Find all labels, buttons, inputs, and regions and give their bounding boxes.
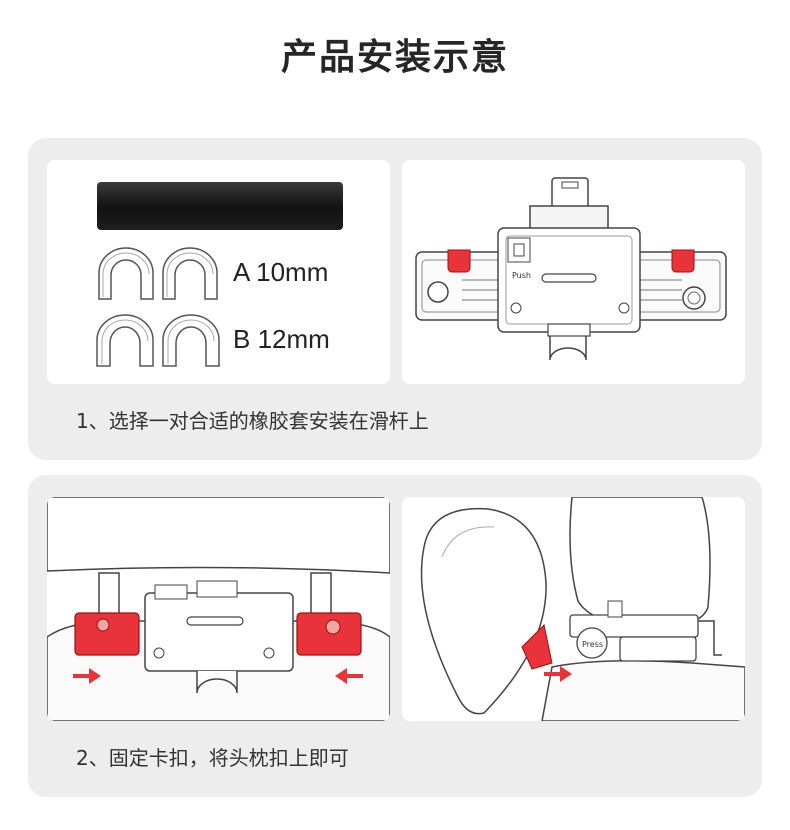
sleeve-a-left-icon — [98, 247, 154, 300]
clip-fix-panel — [47, 497, 390, 721]
step-2-section: Press 2、固定卡扣，将头枕扣上即可 — [28, 475, 762, 797]
size-label-b: B 12mm — [233, 324, 330, 354]
mount-bracket-diagram: Push — [415, 177, 727, 361]
arrow-right-icon — [544, 666, 572, 682]
push-label: Push — [512, 271, 531, 280]
sleeve-a-right-icon — [162, 247, 218, 300]
mount-bracket-panel: Push — [402, 160, 745, 384]
page-title: 产品安装示意 — [280, 37, 509, 78]
step-1-section: A 10mm B 12mm — [28, 138, 762, 460]
headrest-attach-panel: Press — [402, 497, 745, 721]
step-1-caption: 1、选择一对合适的橡胶套安装在滑杆上 — [76, 409, 429, 433]
clip-fix-diagram — [47, 497, 390, 721]
arrow-right-icon — [73, 668, 101, 684]
headrest-attach-diagram: Press — [420, 497, 745, 721]
step-2-caption: 2、固定卡扣，将头枕扣上即可 — [76, 746, 349, 770]
rubber-strip-image — [97, 182, 343, 230]
sleeve-b-left-icon — [96, 314, 154, 367]
sleeve-size-panel: A 10mm B 12mm — [47, 160, 390, 384]
arrow-left-icon — [335, 668, 363, 684]
sleeve-b-right-icon — [162, 314, 220, 367]
press-label: Press — [582, 640, 603, 649]
size-label-a: A 10mm — [233, 257, 329, 287]
